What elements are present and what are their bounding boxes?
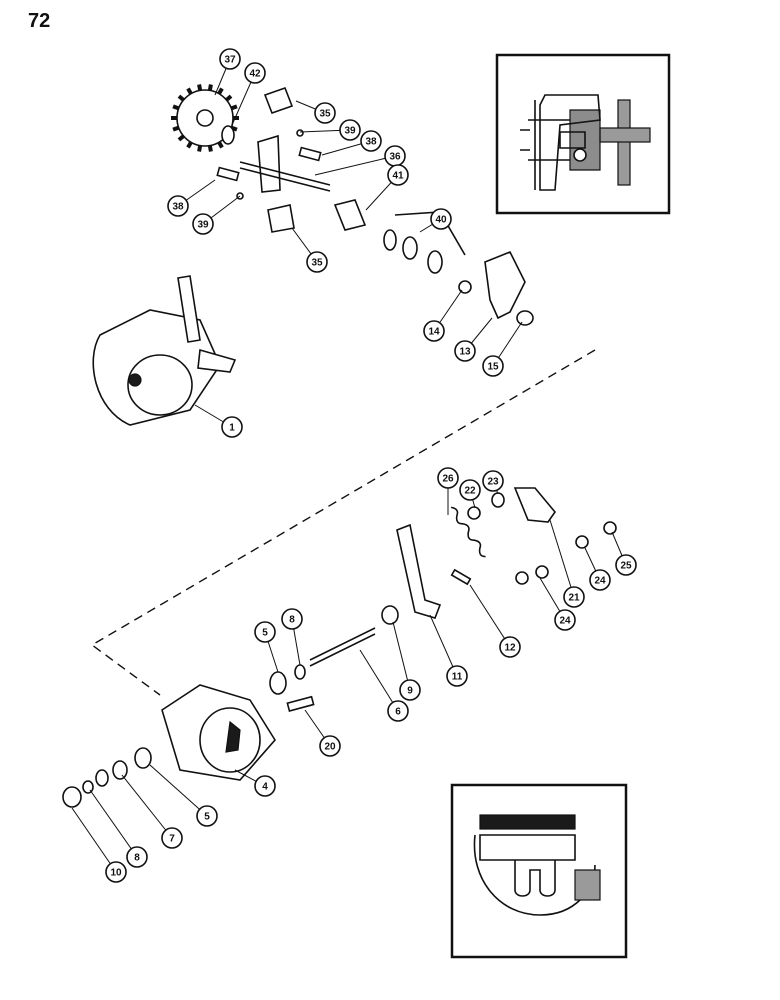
callout-25: 25 — [611, 531, 637, 576]
svg-text:39: 39 — [197, 220, 209, 231]
svg-text:39: 39 — [344, 126, 356, 137]
svg-text:8: 8 — [289, 615, 295, 626]
callout-40: 40 — [419, 208, 452, 233]
callout-6: 6 — [359, 649, 409, 722]
svg-text:22: 22 — [464, 486, 476, 497]
svg-text:37: 37 — [224, 55, 236, 66]
svg-text:6: 6 — [395, 707, 401, 718]
svg-text:35: 35 — [311, 258, 323, 269]
svg-text:38: 38 — [365, 137, 377, 148]
svg-text:5: 5 — [262, 628, 268, 639]
callout-1: 1 — [194, 404, 243, 438]
bracket-assembly — [216, 86, 331, 233]
inset-cutaway-top — [495, 53, 671, 215]
svg-text:40: 40 — [435, 215, 447, 226]
callout-8: 8 — [281, 608, 303, 666]
callout-15: 15 — [482, 321, 523, 377]
callout-23: 23 — [482, 470, 504, 495]
washer-set — [62, 747, 152, 808]
callout-41: 41 — [365, 164, 409, 211]
svg-text:12: 12 — [504, 643, 516, 654]
housing-assembly-4 — [161, 684, 276, 781]
callout-11: 11 — [429, 614, 468, 687]
bearing-stack — [333, 199, 466, 274]
lower-hardware — [269, 487, 617, 712]
callout-5: 5 — [149, 764, 218, 827]
svg-text:24: 24 — [559, 616, 571, 627]
svg-text:15: 15 — [487, 362, 499, 373]
svg-text:42: 42 — [249, 69, 261, 80]
page-number: 72 — [28, 10, 51, 32]
svg-text:36: 36 — [389, 152, 401, 163]
svg-text:11: 11 — [452, 672, 463, 683]
callout-42: 42 — [231, 62, 266, 126]
svg-text:21: 21 — [568, 593, 580, 604]
callout-24: 24 — [584, 547, 611, 591]
callout-21: 21 — [549, 519, 585, 608]
lever-plate — [458, 250, 534, 326]
callout-10: 10 — [71, 807, 127, 883]
svg-text:4: 4 — [262, 782, 268, 793]
callout-38: 38 — [167, 179, 216, 217]
svg-text:14: 14 — [428, 327, 440, 338]
callout-9: 9 — [392, 621, 421, 701]
callout-39: 39 — [299, 119, 361, 141]
svg-text:35: 35 — [319, 109, 331, 120]
svg-text:1: 1 — [229, 423, 235, 434]
spring-part — [450, 506, 486, 558]
callout-13: 13 — [454, 317, 493, 362]
svg-text:20: 20 — [324, 742, 336, 753]
callout-4: 4 — [234, 769, 276, 797]
callout-39: 39 — [192, 195, 241, 235]
svg-text:23: 23 — [487, 477, 499, 488]
svg-text:13: 13 — [459, 347, 471, 358]
svg-text:7: 7 — [169, 834, 175, 845]
housing-assembly-1 — [92, 275, 237, 426]
callout-35: 35 — [295, 100, 336, 124]
callout-26: 26 — [437, 467, 459, 515]
callout-38: 38 — [321, 130, 382, 156]
callout-37: 37 — [214, 48, 241, 96]
callout-12: 12 — [469, 584, 521, 658]
gear-part — [171, 84, 239, 152]
callout-8: 8 — [89, 789, 148, 868]
svg-text:41: 41 — [392, 171, 404, 182]
svg-text:5: 5 — [204, 812, 210, 823]
svg-text:26: 26 — [442, 474, 454, 485]
inset-cutaway-bottom — [450, 783, 628, 959]
svg-text:25: 25 — [620, 561, 632, 572]
callout-35: 35 — [291, 227, 328, 273]
svg-text:10: 10 — [110, 868, 122, 879]
callout-20: 20 — [304, 709, 341, 757]
svg-text:38: 38 — [172, 202, 184, 213]
callout-24: 24 — [539, 577, 576, 631]
svg-text:8: 8 — [134, 853, 140, 864]
callout-22: 22 — [459, 479, 481, 509]
svg-text:24: 24 — [594, 576, 606, 587]
callout-14: 14 — [423, 289, 463, 342]
callout-7: 7 — [121, 774, 183, 849]
svg-text:9: 9 — [407, 686, 413, 697]
callout-5: 5 — [254, 621, 279, 673]
